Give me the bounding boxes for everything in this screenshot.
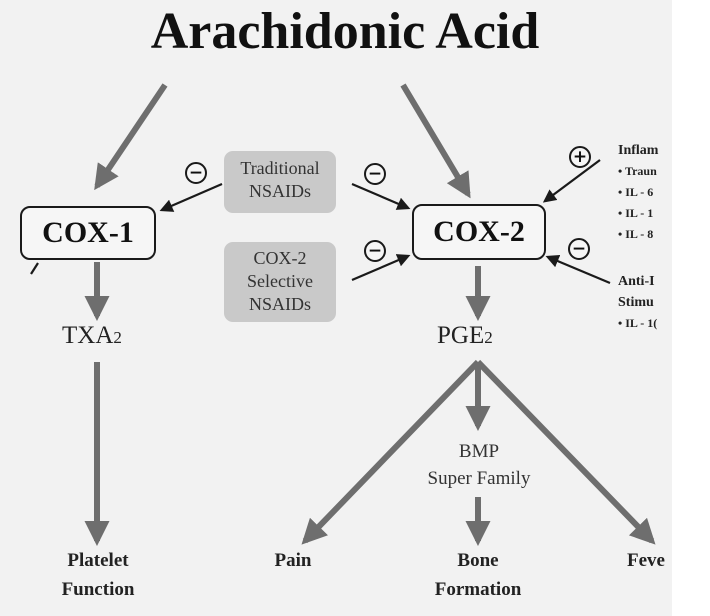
outcome-bone-formation: Bone Formation <box>414 546 542 604</box>
bmp-label: BMP Super Family <box>398 438 560 492</box>
bone-line1: Bone <box>457 550 499 571</box>
arrow-pge2-to-pain <box>301 359 481 545</box>
platelet-line1: Platelet <box>67 550 129 571</box>
stimulate-line-cox2 <box>542 159 601 203</box>
stimulators-block: Inflam • Traun • IL - 6 • IL - 1 • IL - … <box>618 140 658 245</box>
selective-nsaids-line1: COX-2 <box>253 248 307 268</box>
stimulator-item: • IL - 1 <box>618 206 654 220</box>
txa2-subscript: 2 <box>113 328 122 347</box>
stimulate-sign-cox2: + <box>569 146 591 168</box>
inhibit-sign-selective-cox2: − <box>364 240 386 262</box>
traditional-nsaids-line1: Traditional <box>240 158 320 178</box>
pge2-base: PGE <box>437 322 485 349</box>
inhibitors-block: Anti-I Stimu • IL - 1( <box>618 271 657 334</box>
bmp-line2: Super Family <box>427 468 531 489</box>
traditional-nsaids-box: Traditional NSAIDs <box>224 151 336 213</box>
page-edge <box>672 0 710 616</box>
txa2-label: TXA2 <box>62 322 122 350</box>
outcome-platelet-function: Platelet Function <box>42 546 154 604</box>
selective-nsaids-line3: NSAIDs <box>248 294 311 314</box>
cox2-node: COX-2 <box>412 204 546 260</box>
inhibit-sign-traditional-cox2: − <box>364 163 386 185</box>
bmp-line1: BMP <box>458 441 500 462</box>
selective-nsaids-box: COX-2 Selective NSAIDs <box>224 242 336 322</box>
stimulator-item: • Traun <box>618 164 657 178</box>
inhibit-sign-cox1: − <box>185 162 207 184</box>
outcome-fever: Feve <box>627 550 665 571</box>
stimulator-item: • IL - 6 <box>618 185 654 199</box>
inhibit-line-traditional-cox1 <box>159 182 223 212</box>
arrow-acid-to-cox2 <box>400 83 471 199</box>
txa2-base: TXA <box>62 322 114 349</box>
platelet-line2: Function <box>61 579 135 600</box>
diagram-title: Arachidonic Acid <box>150 3 540 60</box>
bone-line2: Formation <box>434 579 522 600</box>
inhibit-sign-anti-cox2: − <box>568 238 590 260</box>
arrow-pge2-to-fever <box>475 359 656 545</box>
stimulators-heading: Inflam <box>618 143 659 158</box>
inhibit-line-anti-cox2 <box>545 254 611 285</box>
inhibitors-heading-line2: Stimu <box>618 295 654 310</box>
cox2-label: COX-2 <box>433 215 525 248</box>
outcome-pain: Pain <box>274 550 312 571</box>
inhibitor-item: • IL - 1( <box>618 316 658 330</box>
selective-nsaids-line2: Selective <box>247 271 313 291</box>
inhibit-line-selective-cox2 <box>351 254 411 282</box>
cox1-label: COX-1 <box>42 216 134 249</box>
stimulator-item: • IL - 8 <box>618 227 654 241</box>
pge2-label: PGE2 <box>437 322 493 350</box>
stray-line-cox1 <box>30 262 39 275</box>
inhibitors-heading-line1: Anti-I <box>618 274 655 289</box>
arrow-acid-to-cox1 <box>94 83 168 191</box>
inhibit-line-traditional-cox2 <box>351 182 411 210</box>
pge2-subscript: 2 <box>484 328 493 347</box>
traditional-nsaids-line2: NSAIDs <box>248 181 311 201</box>
cox1-node: COX-1 <box>20 206 156 260</box>
